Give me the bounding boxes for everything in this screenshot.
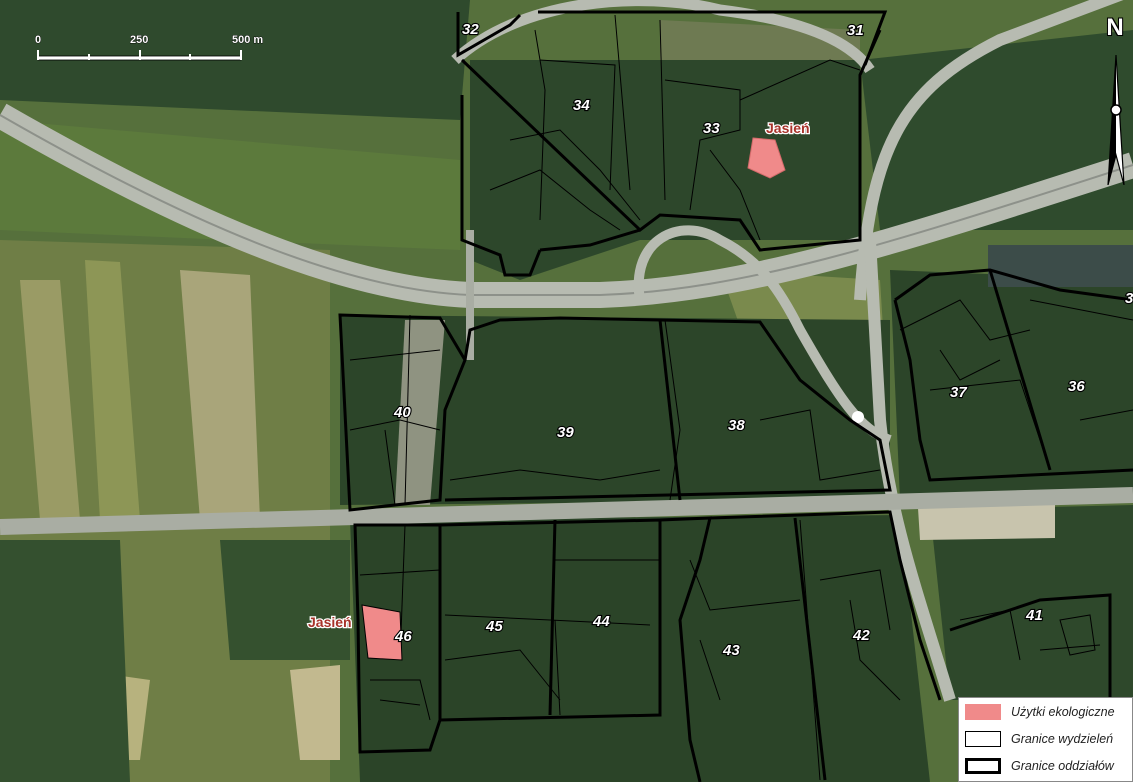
roundabout [852, 411, 864, 423]
compartment-label: 37 [950, 384, 967, 401]
subcompartment-boundaries [349, 14, 1133, 781]
compartment-label: 33 [703, 120, 720, 137]
forest-north [470, 60, 860, 280]
field-strip [20, 280, 80, 520]
field-strip [290, 665, 340, 760]
eco-site-label: Jasień [308, 614, 352, 630]
compartment-label: 34 [573, 97, 590, 114]
eco-site-north[interactable] [747, 137, 786, 179]
scale-bar: 0 250 500 m [35, 34, 264, 61]
compartment-label: 43 [722, 642, 740, 659]
clearing-strip [395, 320, 445, 505]
compartment-label: 46 [394, 628, 412, 645]
pond [988, 245, 1133, 287]
scale-label: 250 [130, 34, 148, 46]
legend-item-eco: Użytki ekologiczne [965, 702, 1133, 724]
eco-site-label: Jasień [766, 120, 810, 136]
scale-label: 0 [35, 34, 41, 46]
legend-swatch-compartment [965, 758, 1001, 774]
road-south [864, 239, 956, 702]
forest-south [350, 515, 930, 782]
legend: Użytki ekologiczne Granice wydzieleń Gra… [958, 697, 1133, 782]
forest-southwest [0, 540, 130, 782]
compartment-label: 3 [1125, 290, 1133, 307]
north-arrow-shade [1108, 55, 1116, 185]
legend-label: Granice oddziałów [1011, 759, 1114, 773]
compartment-label: 32 [462, 21, 479, 38]
motorway-median [0, 114, 1133, 296]
road-north-loop [451, 0, 875, 74]
legend-item-subcompartment: Granice wydzieleń [965, 729, 1133, 751]
legend-swatch-eco [965, 704, 1001, 720]
compartment-label: 40 [393, 404, 411, 421]
compartment-label: 45 [485, 618, 503, 635]
village-north [0, 120, 460, 250]
compartment-label: 42 [852, 627, 870, 644]
forest-east [890, 270, 1133, 500]
legend-swatch-subcompartment [965, 731, 1001, 747]
compartment-label: 38 [728, 417, 745, 434]
legend-label: Użytki ekologiczne [1011, 705, 1115, 719]
compartment-label: 39 [557, 424, 574, 441]
north-letter: N [1106, 14, 1124, 41]
north-arrow-dot [1110, 104, 1122, 116]
north-arrow-icon [1107, 54, 1125, 185]
road-east-west [0, 487, 1133, 535]
interchange-loop [633, 225, 892, 445]
eco-site-south[interactable] [361, 604, 403, 661]
compartment-label: 36 [1068, 378, 1085, 395]
field-strip [180, 270, 260, 520]
forest-center [340, 315, 890, 505]
field-strip [85, 260, 140, 520]
legend-item-compartment: Granice oddziałów [965, 756, 1133, 778]
legend-label: Granice wydzieleń [1011, 732, 1114, 746]
industrial-site [918, 502, 1055, 540]
compartment-boundaries [338, 10, 1133, 782]
scale-label: 500 m [232, 34, 263, 46]
forest-southwest-2 [220, 540, 350, 660]
compartment-label: 44 [592, 613, 610, 630]
compartment-label: 41 [1025, 607, 1043, 624]
compartment-label: 31 [847, 22, 864, 39]
